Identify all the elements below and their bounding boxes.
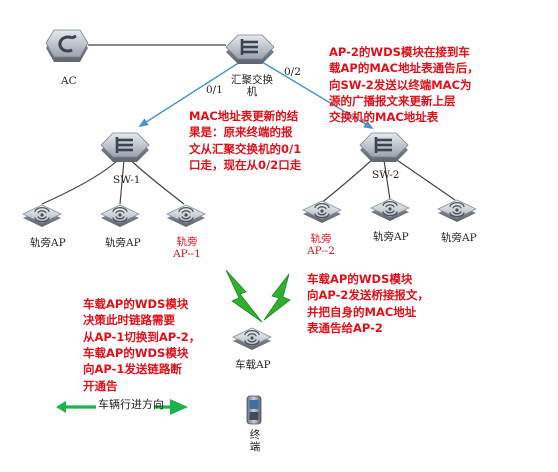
switch-arrows-icon bbox=[240, 39, 258, 55]
note-line: 源的广播报文来更新上层 bbox=[329, 93, 456, 108]
direction-label: 车辆行进方向 bbox=[98, 398, 164, 411]
note-line: 开通告 bbox=[83, 378, 118, 393]
terminal-phone bbox=[246, 395, 262, 425]
vehicle-ap-device bbox=[232, 327, 272, 350]
note-line: 交换机的MAC地址表 bbox=[329, 110, 439, 125]
ac-power-icon bbox=[58, 35, 73, 53]
note-line: 并把自身的MAC地址 bbox=[307, 304, 417, 319]
ap1-device bbox=[166, 204, 206, 227]
ac-controller bbox=[45, 29, 89, 62]
link-core-sw1 bbox=[138, 61, 241, 128]
note-line: 表通告给AP-2 bbox=[307, 320, 383, 335]
sw2-switch bbox=[359, 132, 409, 162]
note-vehicle-bridge: 车载AP的WDS模块向AP-2发送桥接报文，并把自身的MAC地址表通告给AP-2 bbox=[307, 271, 429, 336]
note-line: AP-2的WDS模块在接到车 bbox=[329, 45, 470, 59]
note-line: 决策此时链路需要 bbox=[83, 313, 175, 328]
link-sw2-ap1 bbox=[319, 157, 375, 205]
switch-arrows-icon bbox=[115, 137, 133, 153]
core-switch bbox=[225, 34, 275, 64]
ap-device bbox=[437, 199, 477, 222]
note-line: 向AP-2发送桥接报文， bbox=[307, 288, 429, 303]
ac-label: AC bbox=[61, 75, 77, 87]
access-points bbox=[22, 198, 477, 350]
note-line: 文从汇聚交换机的0/1 bbox=[189, 141, 302, 156]
lightning-icon bbox=[225, 269, 263, 323]
ap1-label: 轨旁 AP--1 bbox=[173, 236, 201, 261]
wifi-icon bbox=[314, 203, 330, 219]
lightning-icon bbox=[263, 273, 291, 321]
ap2-label: 轨旁 AP--2 bbox=[307, 233, 335, 258]
wifi-icon bbox=[244, 330, 260, 346]
note-vehicle-switch: 车载AP的WDS模块决策此时链路需要从AP-1切换到AP-2，车载AP的WDS模… bbox=[83, 296, 200, 394]
link-sw1-ap1 bbox=[41, 157, 121, 205]
sw1-label: SW-1 bbox=[113, 174, 141, 186]
port-label-02: 0/2 bbox=[284, 66, 301, 78]
note-line: 果是：原来终端的报 bbox=[189, 125, 293, 140]
note-line: 车载AP的WDS模块 bbox=[83, 297, 189, 311]
note-ap2-broadcast: AP-2的WDS模块在接到车载AP的MAC地址表通告后，向SW-2发送以终端MA… bbox=[329, 44, 479, 126]
ap-device bbox=[370, 198, 410, 221]
ap-label: 轨旁AP bbox=[30, 237, 66, 249]
note-line: 向SW-2发送以终端MAC为 bbox=[329, 77, 472, 92]
core-switch-label: 汇聚交换 机 bbox=[231, 74, 273, 99]
ap-label: 轨旁AP bbox=[373, 231, 409, 243]
ap-label: 轨旁AP bbox=[441, 232, 477, 244]
sw1-switch bbox=[100, 132, 150, 162]
wifi-icon bbox=[34, 207, 50, 223]
link-sw2-ap3 bbox=[393, 157, 456, 201]
wireless-links bbox=[225, 269, 291, 323]
note-line: 口走，现在从0/2口走 bbox=[189, 157, 302, 172]
note-line: 车载AP的WDS模块 bbox=[307, 272, 413, 286]
note-line: 载AP的MAC地址表通告后， bbox=[329, 61, 479, 76]
terminal-label: 终 端 bbox=[249, 429, 261, 454]
ap-device bbox=[100, 204, 140, 227]
ap-device bbox=[22, 204, 62, 227]
wifi-icon bbox=[178, 207, 194, 223]
wifi-icon bbox=[112, 207, 128, 223]
note-line: 从AP-1切换到AP-2， bbox=[83, 329, 201, 344]
wifi-icon bbox=[449, 202, 465, 218]
ap2-device bbox=[302, 200, 342, 223]
link-sw1-ap2 bbox=[119, 159, 125, 205]
vehicle-ap-label: 车载AP bbox=[235, 359, 271, 371]
note-line: MAC地址表更新的结 bbox=[189, 109, 299, 123]
link-sw2-ap2 bbox=[383, 159, 391, 201]
link-core-sw2 bbox=[261, 61, 374, 130]
vehicle-direction-arrow bbox=[56, 399, 188, 415]
ap-label: 轨旁AP bbox=[105, 237, 141, 249]
note-line: 向AP-1发送链路断 bbox=[83, 362, 182, 377]
switch-arrows-icon bbox=[374, 137, 392, 153]
wifi-icon bbox=[382, 201, 398, 217]
sw2-label: SW-2 bbox=[372, 169, 400, 181]
port-label-01: 0/1 bbox=[206, 84, 223, 96]
note-line: 车载AP的WDS模块 bbox=[83, 345, 189, 360]
